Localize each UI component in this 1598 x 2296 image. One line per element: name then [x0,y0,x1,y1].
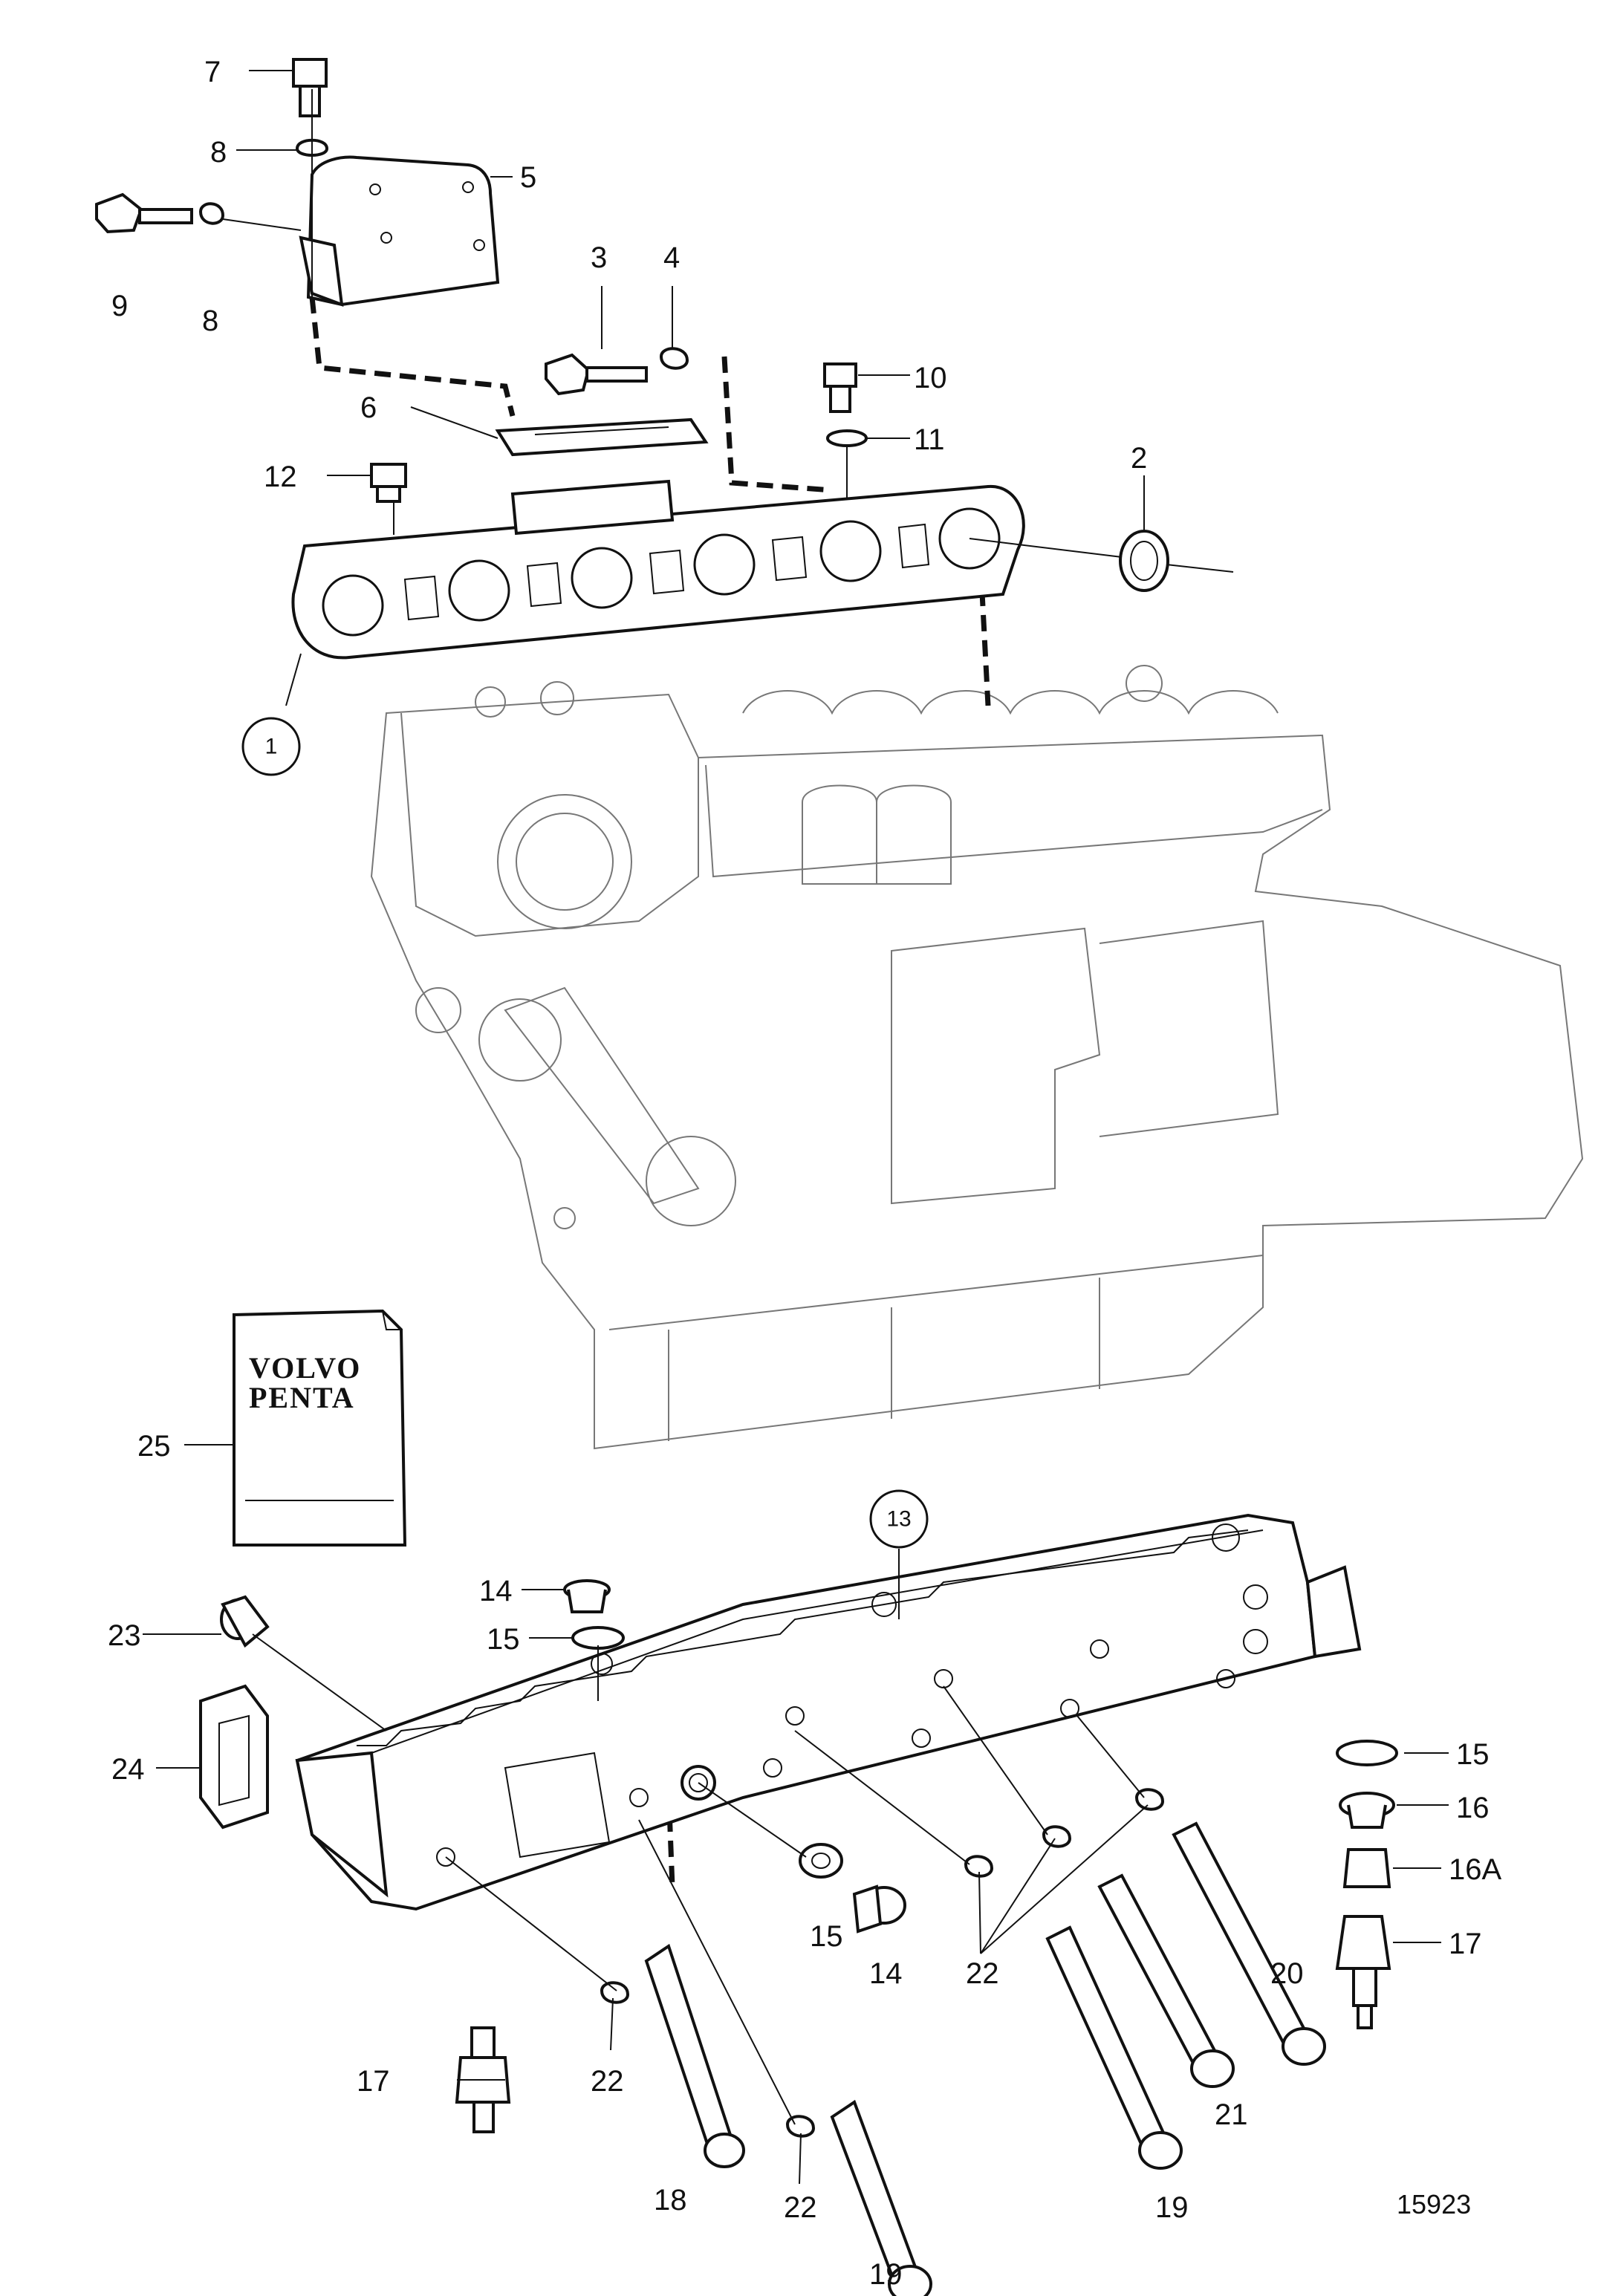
seal-15-top[interactable] [571,1626,625,1650]
bolt-21[interactable] [1097,1873,1235,2088]
bolt-9[interactable] [95,192,193,234]
plug-16[interactable] [1339,1792,1395,1829]
washer-4[interactable] [659,347,689,370]
assembly-line-cover [309,296,516,417]
connector-17-right[interactable] [1335,1915,1391,2029]
leader-lines-bottom [143,1549,1449,2185]
washer-22-b[interactable] [1042,1825,1072,1848]
coolant-manifold[interactable] [295,1513,1362,1911]
gasket-24[interactable] [199,1684,269,1830]
plug-14-top[interactable] [563,1579,611,1613]
assembly-line-bolt3 [721,356,833,493]
svg-text:13: 13 [886,1507,911,1532]
washer-11[interactable] [826,429,868,447]
callout-16a: 16A [1449,1853,1501,1886]
adapter-16a[interactable] [1342,1848,1391,1888]
callout-1-circled: 1 [241,717,301,776]
callout-19-right: 19 [1155,2191,1189,2224]
svg-text:1: 1 [265,735,278,759]
callout-8-top: 8 [210,136,227,169]
callout-15-top: 15 [487,1623,520,1656]
manifold-cover[interactable] [299,155,500,308]
callout-25: 25 [137,1430,171,1463]
seal-ring-2[interactable] [1119,530,1169,592]
lock-washer-8-side[interactable] [198,202,225,225]
bolt-20[interactable] [1172,1821,1326,2066]
bolt-10[interactable] [823,362,857,413]
drawing-number: 15923 [1397,2189,1471,2219]
callout-6: 6 [360,391,377,424]
callout-4: 4 [663,241,680,274]
callout-13-circled: 13 [869,1489,929,1549]
callout-3: 3 [591,241,607,274]
bolt-18[interactable] [644,1943,745,2168]
bolt-19-right[interactable] [1045,1925,1183,2170]
callout-5: 5 [520,161,536,194]
callout-21: 21 [1215,2098,1248,2131]
callout-17-right: 17 [1449,1928,1482,1960]
plug-12[interactable] [370,463,407,503]
callout-19-left: 19 [869,2258,903,2291]
callout-14-top: 14 [479,1575,513,1607]
manual-brand-line1: VOLVO [249,1351,361,1385]
callout-2: 2 [1131,442,1147,475]
callout-9: 9 [111,290,128,322]
callout-24: 24 [111,1753,145,1786]
instruction-manual[interactable]: VOLVO PENTA [233,1309,407,1547]
washer-22-left[interactable] [600,1981,630,2004]
washer-22-a[interactable] [964,1855,994,1878]
callout-7: 7 [204,56,221,88]
bolt-19-left[interactable] [830,2099,932,2296]
manual-brand-line2: PENTA [249,1381,355,1414]
callout-14-side: 14 [869,1957,903,1990]
seal-15-side[interactable] [799,1843,843,1879]
washer-22-bottom[interactable] [785,2115,816,2138]
engine-block [370,665,1584,1450]
callout-22-left: 22 [591,2065,624,2098]
bolt-3[interactable] [545,353,648,396]
exhaust-manifold[interactable] [291,479,1025,660]
callout-11: 11 [914,423,945,456]
callout-8-side: 8 [202,305,218,337]
callout-17-left: 17 [357,2065,390,2098]
callout-15-right: 15 [1456,1738,1490,1771]
bolt-7[interactable] [292,58,328,117]
callout-22-right: 22 [966,1957,999,1990]
washer-22-c[interactable] [1134,1788,1165,1811]
sleeve-23[interactable] [220,1595,270,1648]
callout-23: 23 [108,1619,141,1652]
callout-labels: 7 8 5 9 8 3 4 10 6 11 2 12 25 14 15 23 2… [108,56,1501,2291]
callout-10: 10 [914,362,947,394]
seal-15-right[interactable] [1336,1740,1398,1766]
callout-20: 20 [1270,1957,1304,1990]
cover-gasket[interactable] [495,417,709,457]
leader-lines-top [222,70,1234,706]
plug-14-side[interactable] [852,1884,906,1934]
callout-15-side: 15 [810,1920,843,1953]
callout-18: 18 [654,2184,687,2217]
callout-12: 12 [264,461,297,493]
callout-22-bottom: 22 [784,2191,817,2224]
callout-16: 16 [1456,1792,1490,1824]
